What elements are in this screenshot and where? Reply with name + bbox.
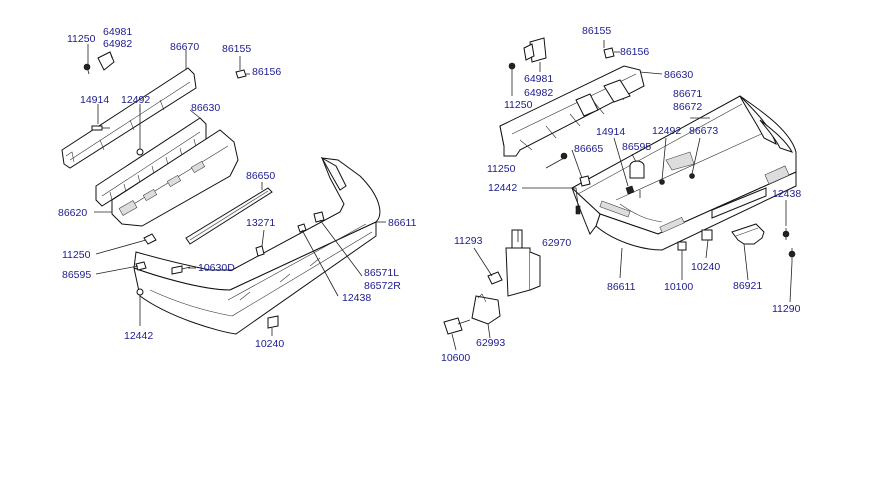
part-label: 86671 (673, 88, 702, 100)
license-plate-bracket (731, 223, 765, 245)
part-label: 86650 (246, 170, 275, 182)
part-label: 10240 (691, 261, 720, 273)
front-bumper-reinforcement (61, 67, 197, 169)
part-label: 86156 (252, 66, 281, 78)
part-label: 86672 (673, 101, 702, 113)
rear-hardware (443, 37, 796, 335)
part-label: 86620 (58, 207, 87, 219)
part-label: 11250 (504, 99, 533, 111)
rear-side-bracket (505, 229, 541, 297)
part-label: 12438 (342, 292, 371, 304)
part-label: 86630 (664, 69, 693, 81)
part-label: 10630D (198, 262, 235, 274)
part-label: 86665 (574, 143, 603, 155)
front-hardware (83, 51, 325, 329)
part-label: 12442 (124, 330, 153, 342)
front-bumper-face (133, 156, 381, 335)
rear-bumper-assembly (443, 37, 797, 351)
part-label: 64982 (524, 87, 553, 99)
part-label: 62970 (542, 237, 571, 249)
part-label: 14914 (80, 94, 109, 106)
part-label: 12492 (652, 125, 681, 137)
part-label: 11250 (67, 33, 96, 45)
part-label: 86595 (62, 269, 91, 281)
part-label: 10240 (255, 338, 284, 350)
rear-leader-lines (451, 40, 793, 351)
part-label: 86156 (620, 46, 649, 58)
rear-bumper-face (571, 95, 797, 251)
part-label: 62993 (476, 337, 505, 349)
part-label: 86673 (689, 125, 718, 137)
part-label: 12438 (772, 188, 801, 200)
front-bumper-molding (185, 187, 273, 245)
part-label: 11290 (772, 303, 801, 315)
part-label: 64981 (103, 26, 132, 38)
part-label: 86571L (364, 267, 399, 279)
part-label: 11293 (454, 235, 483, 247)
part-label: 86572R (364, 280, 401, 292)
part-label: 10100 (664, 281, 693, 293)
part-label: 14914 (596, 126, 625, 138)
part-label: 64982 (103, 38, 132, 50)
front-bumper-cover-upper (111, 129, 239, 227)
part-label: 86155 (222, 43, 251, 55)
part-label: 10600 (441, 352, 470, 364)
part-label: 86595 (622, 141, 651, 153)
rear-lower-bracket (471, 293, 501, 325)
part-label: 11250 (487, 163, 516, 175)
part-label: 86155 (582, 25, 611, 37)
front-leader-lines (87, 44, 386, 336)
part-label: 11250 (62, 249, 91, 261)
part-number-labels: 11250 64981 64982 86670 86155 86156 1491… (58, 25, 801, 364)
part-label: 13271 (246, 217, 275, 229)
part-label: 86670 (170, 41, 199, 53)
rear-bumper-reinforcement (499, 65, 645, 157)
part-label: 86611 (388, 217, 417, 229)
part-label: 86611 (607, 281, 636, 293)
part-label: 64981 (524, 73, 553, 85)
part-label: 12442 (488, 182, 517, 194)
front-bumper-assembly (61, 44, 386, 336)
part-label: 86921 (733, 280, 762, 292)
part-label: 86630 (191, 102, 220, 114)
part-label: 12492 (121, 94, 150, 106)
